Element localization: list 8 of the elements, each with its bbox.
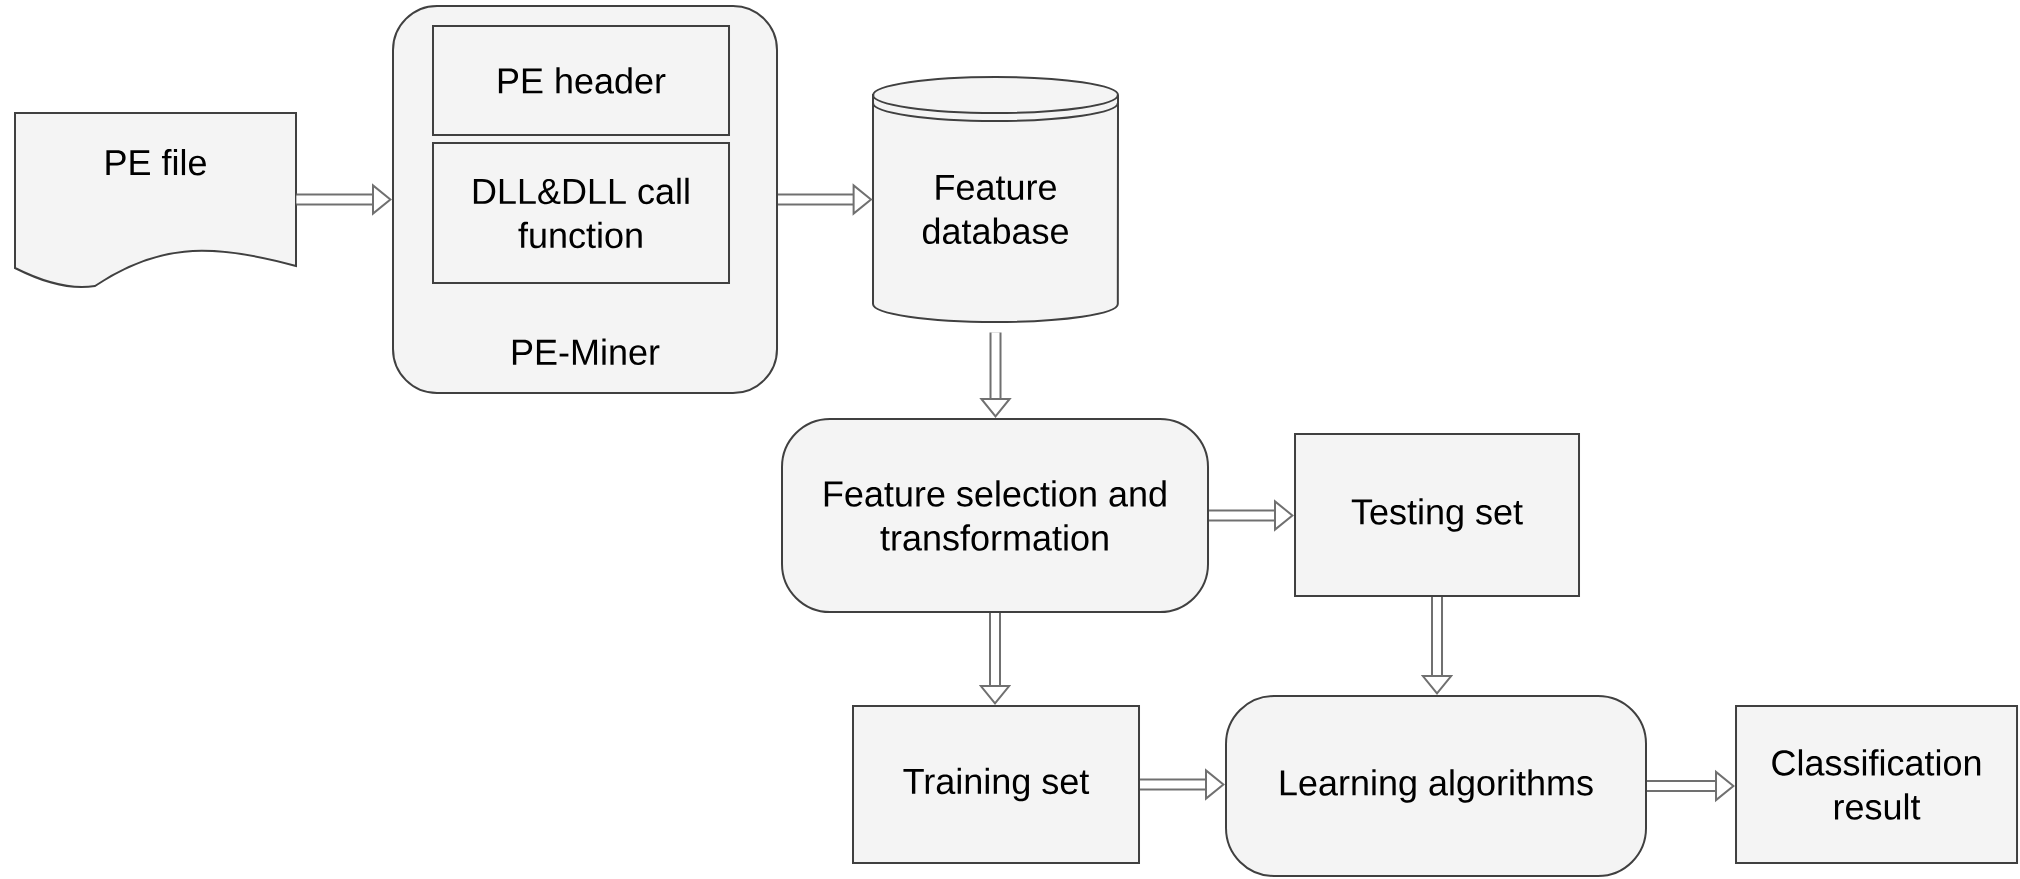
process-box: Training set: [852, 705, 1140, 864]
process-box: PE header: [432, 25, 730, 136]
process-box: DLL&DLL call function: [432, 142, 730, 284]
process-box: Testing set: [1294, 433, 1580, 597]
database-cylinder: Feature database: [872, 76, 1119, 323]
process-box: Learning algorithms: [1225, 695, 1647, 877]
process-box: Classification result: [1735, 705, 2018, 864]
process-box: Feature selection and transformation: [781, 418, 1209, 613]
